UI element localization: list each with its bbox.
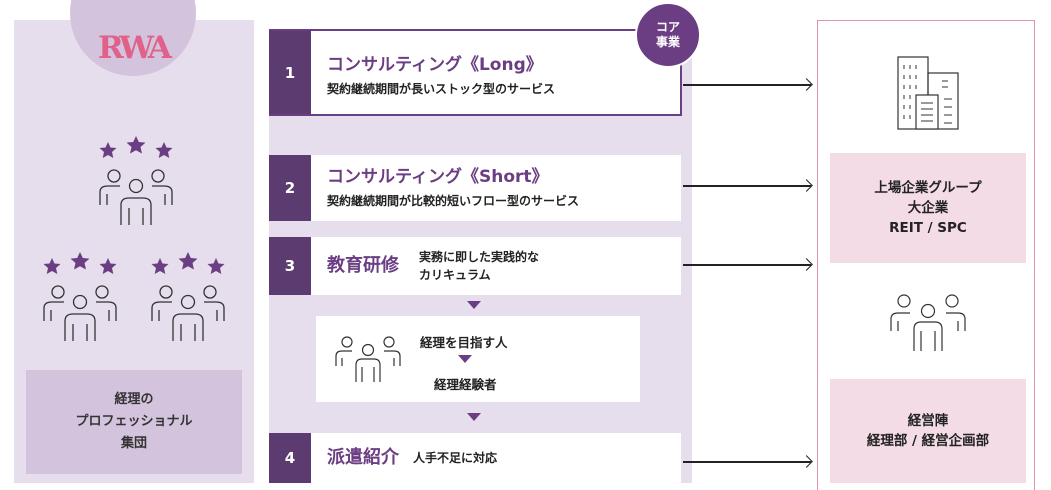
arrow-service-3 <box>683 258 813 271</box>
service-description: 契約継続期間が比較的短いフロー型のサービス <box>327 194 580 208</box>
service-title: 派遣紹介 <box>327 447 399 468</box>
service-description: 人手不足に対応 <box>413 451 498 465</box>
people-icon <box>335 336 401 382</box>
service-row-consulting-long: 1 コンサルティング《Long》 契約継続期間が長いストック型のサービス <box>269 29 682 116</box>
professional-group-label-box: 経理の プロフェッショナル 集団 <box>26 370 242 474</box>
professional-team-top-icon <box>99 136 173 225</box>
core-business-label: コア 事業 <box>655 20 680 49</box>
service-row-staffing: 4 派遣紹介 人手不足に対応 <box>269 433 681 483</box>
logo-circle: RWA <box>70 0 196 76</box>
service-title: コンサルティング《Long》 <box>327 54 543 75</box>
down-arrow-icon <box>458 355 472 363</box>
people-icon <box>890 294 966 351</box>
career-path-box: 経理を目指す人 経理経験者 <box>316 316 640 402</box>
arrow-service-4 <box>683 455 813 468</box>
management-clients-box: 経営陣 経理部 / 経営企画部 <box>830 379 1026 483</box>
services-panel: 1 コンサルティング《Long》 契約継続期間が長いストック型のサービス 2 コ… <box>269 29 692 483</box>
left-panel: RWA <box>14 0 254 483</box>
down-arrow-icon <box>467 301 481 309</box>
rwa-logo: RWA <box>98 30 172 66</box>
career-to: 経理経験者 <box>434 377 497 392</box>
service-number: 4 <box>269 433 311 483</box>
service-number: 2 <box>269 155 311 221</box>
buildings-icon <box>897 56 959 130</box>
service-row-training: 3 教育研修 実務に即した実践的な カリキュラム <box>269 237 681 295</box>
management-clients-label: 経営陣 経理部 / 経営企画部 <box>866 413 990 449</box>
professional-group-label: 経理の プロフェッショナル 集団 <box>75 392 193 451</box>
corporate-clients-label: 上場企業グループ 大企業 REIT / SPC <box>874 180 982 236</box>
service-title: コンサルティング《Short》 <box>327 167 549 187</box>
service-row-consulting-short: 2 コンサルティング《Short》 契約継続期間が比較的短いフロー型のサービス <box>269 155 681 221</box>
professional-team-left-icon <box>43 252 117 341</box>
service-description: 実務に即した実践的な カリキュラム <box>419 250 540 282</box>
clients-panel: 上場企業グループ 大企業 REIT / SPC 経営陣 経理部 / 経営企画部 <box>817 20 1035 490</box>
professional-team-right-icon <box>151 252 225 341</box>
arrow-service-2 <box>683 179 813 192</box>
arrow-service-1 <box>683 78 813 91</box>
career-from: 経理を目指す人 <box>420 335 508 350</box>
service-description: 契約継続期間が長いストック型のサービス <box>327 81 556 96</box>
down-arrow-icon <box>467 413 481 421</box>
core-business-badge: コア 事業 <box>635 2 701 68</box>
service-number: 1 <box>269 31 311 114</box>
corporate-clients-box: 上場企業グループ 大企業 REIT / SPC <box>830 153 1026 263</box>
service-number: 3 <box>269 237 311 295</box>
service-title: 教育研修 <box>327 255 399 276</box>
